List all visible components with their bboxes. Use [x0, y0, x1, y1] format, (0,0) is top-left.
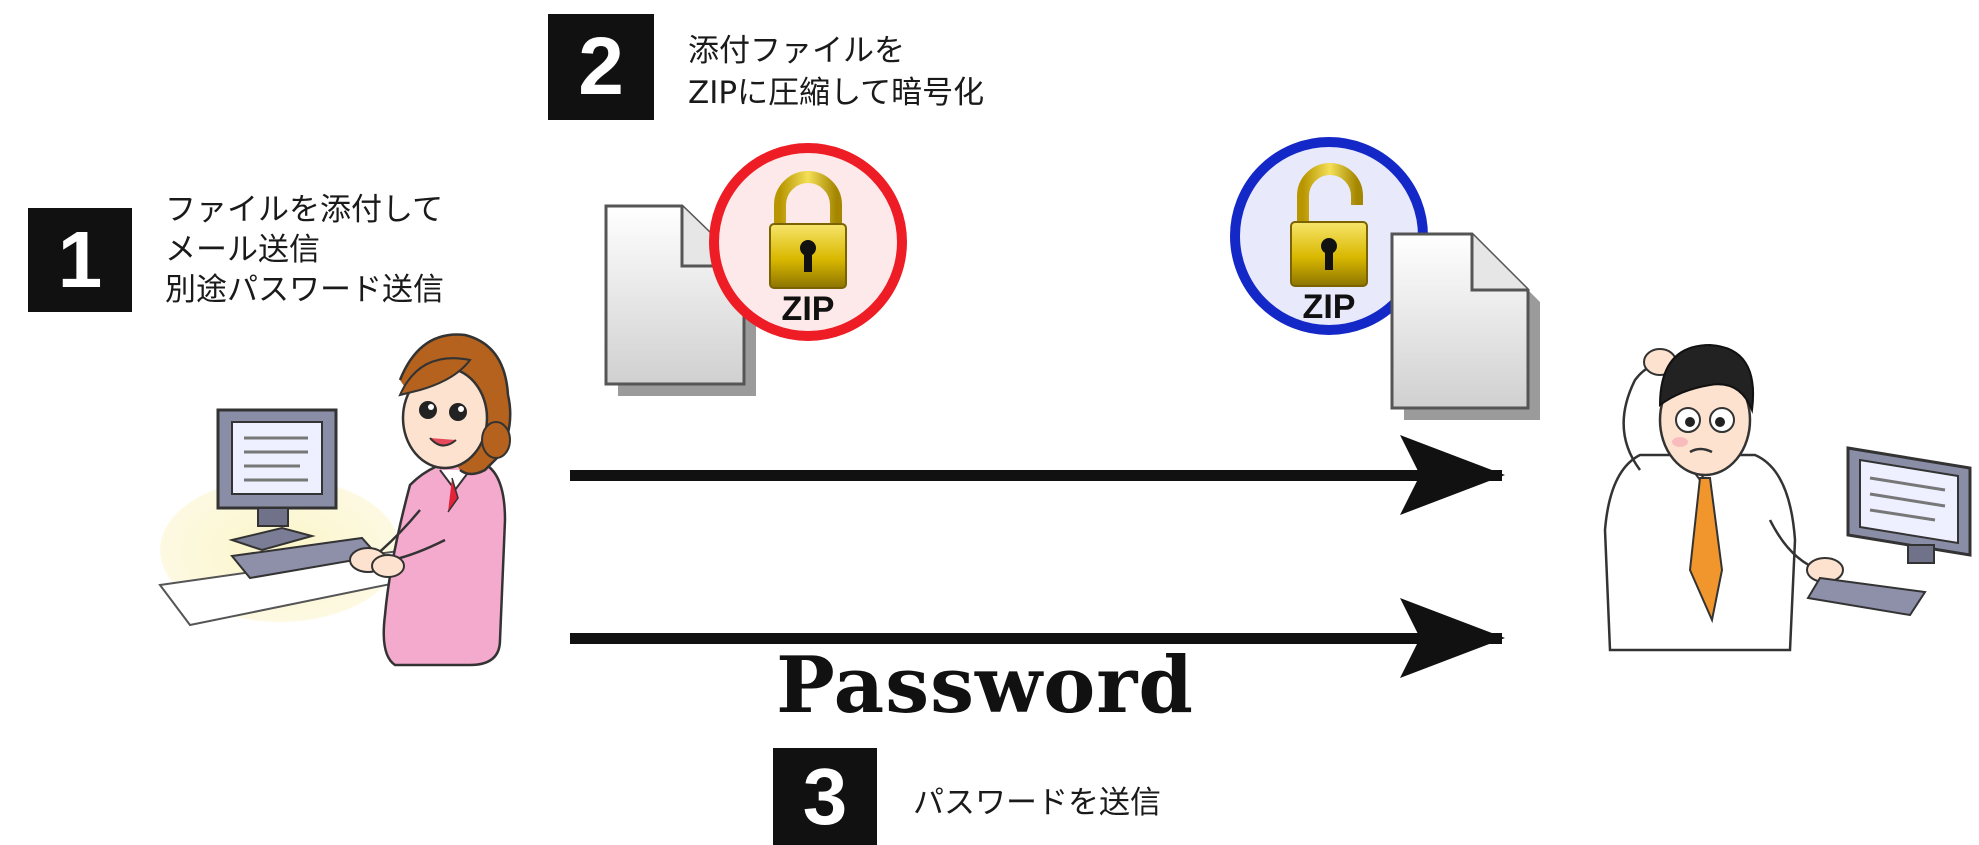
locked-zip-icon: ZIP: [709, 143, 907, 341]
step-1-line-3: 別途パスワード送信: [165, 272, 444, 308]
receiver-person-illustration: [1603, 343, 1972, 652]
step-1-badge: 1: [28, 208, 132, 312]
unlocked-zip-icon: ZIP: [1230, 137, 1428, 335]
email-arrow: [570, 435, 1505, 515]
step-3-description: パスワードを送信: [913, 783, 1161, 823]
password-arrow: [570, 598, 1505, 678]
sender-person-illustration: [158, 333, 512, 667]
step-1-description: ファイルを添付して メール送信 別途パスワード送信: [165, 190, 444, 310]
password-label: Password: [776, 640, 1194, 731]
step-2-line-1: 添付ファイルを: [688, 33, 905, 69]
step-3-badge: 3: [773, 748, 877, 845]
svg-text:ZIP: ZIP: [1303, 288, 1356, 326]
step-1-line-2: メール送信: [165, 232, 320, 268]
received-document-icon: [1390, 232, 1540, 420]
step-3-line-1: パスワードを送信: [913, 785, 1161, 821]
step-2-description: 添付ファイルを ZIPに圧縮して暗号化: [688, 30, 984, 114]
step-1-line-1: ファイルを添付して: [165, 192, 444, 228]
svg-text:ZIP: ZIP: [782, 290, 835, 328]
step-2-line-2: ZIPに圧縮して暗号化: [688, 75, 985, 111]
step-2-badge: 2: [548, 14, 654, 120]
